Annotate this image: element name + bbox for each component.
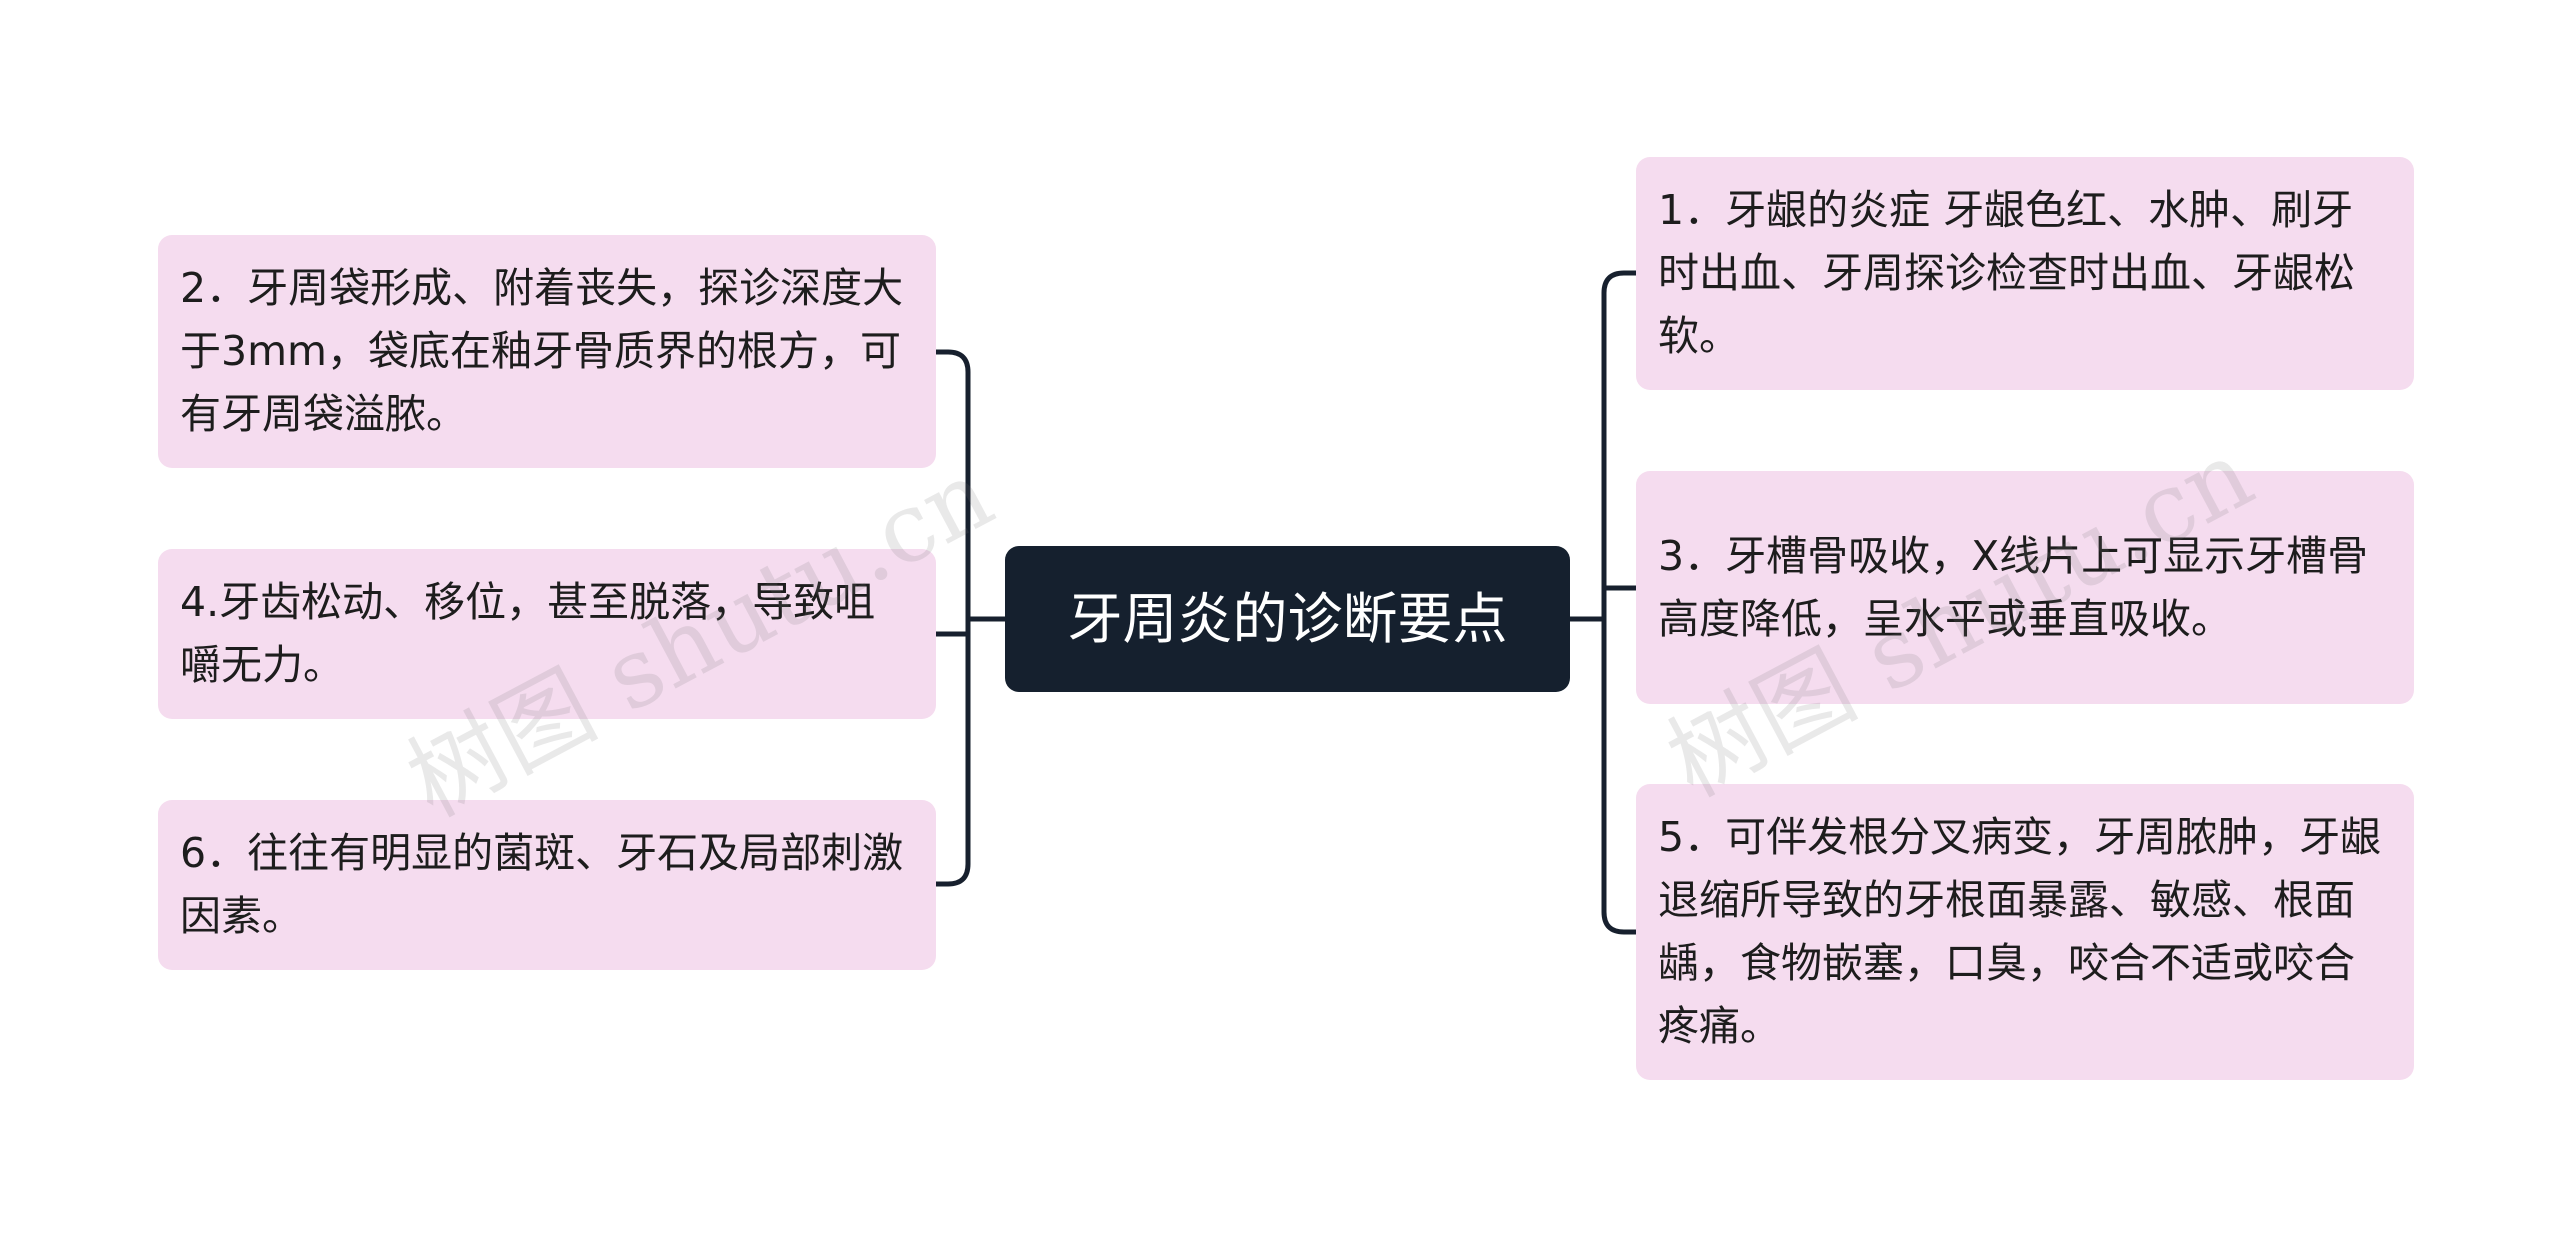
branch-node-2-text: 2．牙周袋形成、附着丧失，探诊深度大于3mm，袋底在釉牙骨质界的根方，可有牙周袋… bbox=[180, 264, 904, 438]
connector-right-bracket bbox=[1601, 270, 1639, 935]
branch-node-5[interactable]: 5．可伴发根分叉病变，牙周脓肿，牙龈退缩所导致的牙根面暴露、敏感、根面龋，食物嵌… bbox=[1636, 784, 2414, 1080]
branch-node-1[interactable]: 1．牙龈的炎症 牙龈色红、水肿、刷牙时出血、牙周探诊检查时出血、牙龈松软。 bbox=[1636, 157, 2414, 390]
branch-node-3-text: 3．牙槽骨吸收，X线片上可显示牙槽骨高度降低，呈水平或垂直吸收。 bbox=[1658, 531, 2369, 643]
connector-left-bracket bbox=[933, 349, 971, 887]
branch-node-1-text: 1．牙龈的炎症 牙龈色红、水肿、刷牙时出血、牙周探诊检查时出血、牙龈松软。 bbox=[1658, 186, 2355, 360]
branch-node-4-text: 4.牙齿松动、移位，甚至脱落，导致咀嚼无力。 bbox=[180, 578, 876, 689]
branch-node-3[interactable]: 3．牙槽骨吸收，X线片上可显示牙槽骨高度降低，呈水平或垂直吸收。 bbox=[1636, 471, 2414, 704]
branch-node-5-text: 5．可伴发根分叉病变，牙周脓肿，牙龈退缩所导致的牙根面暴露、敏感、根面龋，食物嵌… bbox=[1658, 813, 2382, 1050]
center-topic-label: 牙周炎的诊断要点 bbox=[1067, 586, 1508, 651]
branch-node-2[interactable]: 2．牙周袋形成、附着丧失，探诊深度大于3mm，袋底在釉牙骨质界的根方，可有牙周袋… bbox=[158, 235, 936, 468]
branch-node-4[interactable]: 4.牙齿松动、移位，甚至脱落，导致咀嚼无力。 bbox=[158, 549, 936, 719]
branch-node-6[interactable]: 6．往往有明显的菌斑、牙石及局部刺激因素。 bbox=[158, 800, 936, 970]
center-topic-node[interactable]: 牙周炎的诊断要点 bbox=[1005, 546, 1570, 692]
branch-node-6-text: 6．往往有明显的菌斑、牙石及局部刺激因素。 bbox=[180, 829, 904, 940]
